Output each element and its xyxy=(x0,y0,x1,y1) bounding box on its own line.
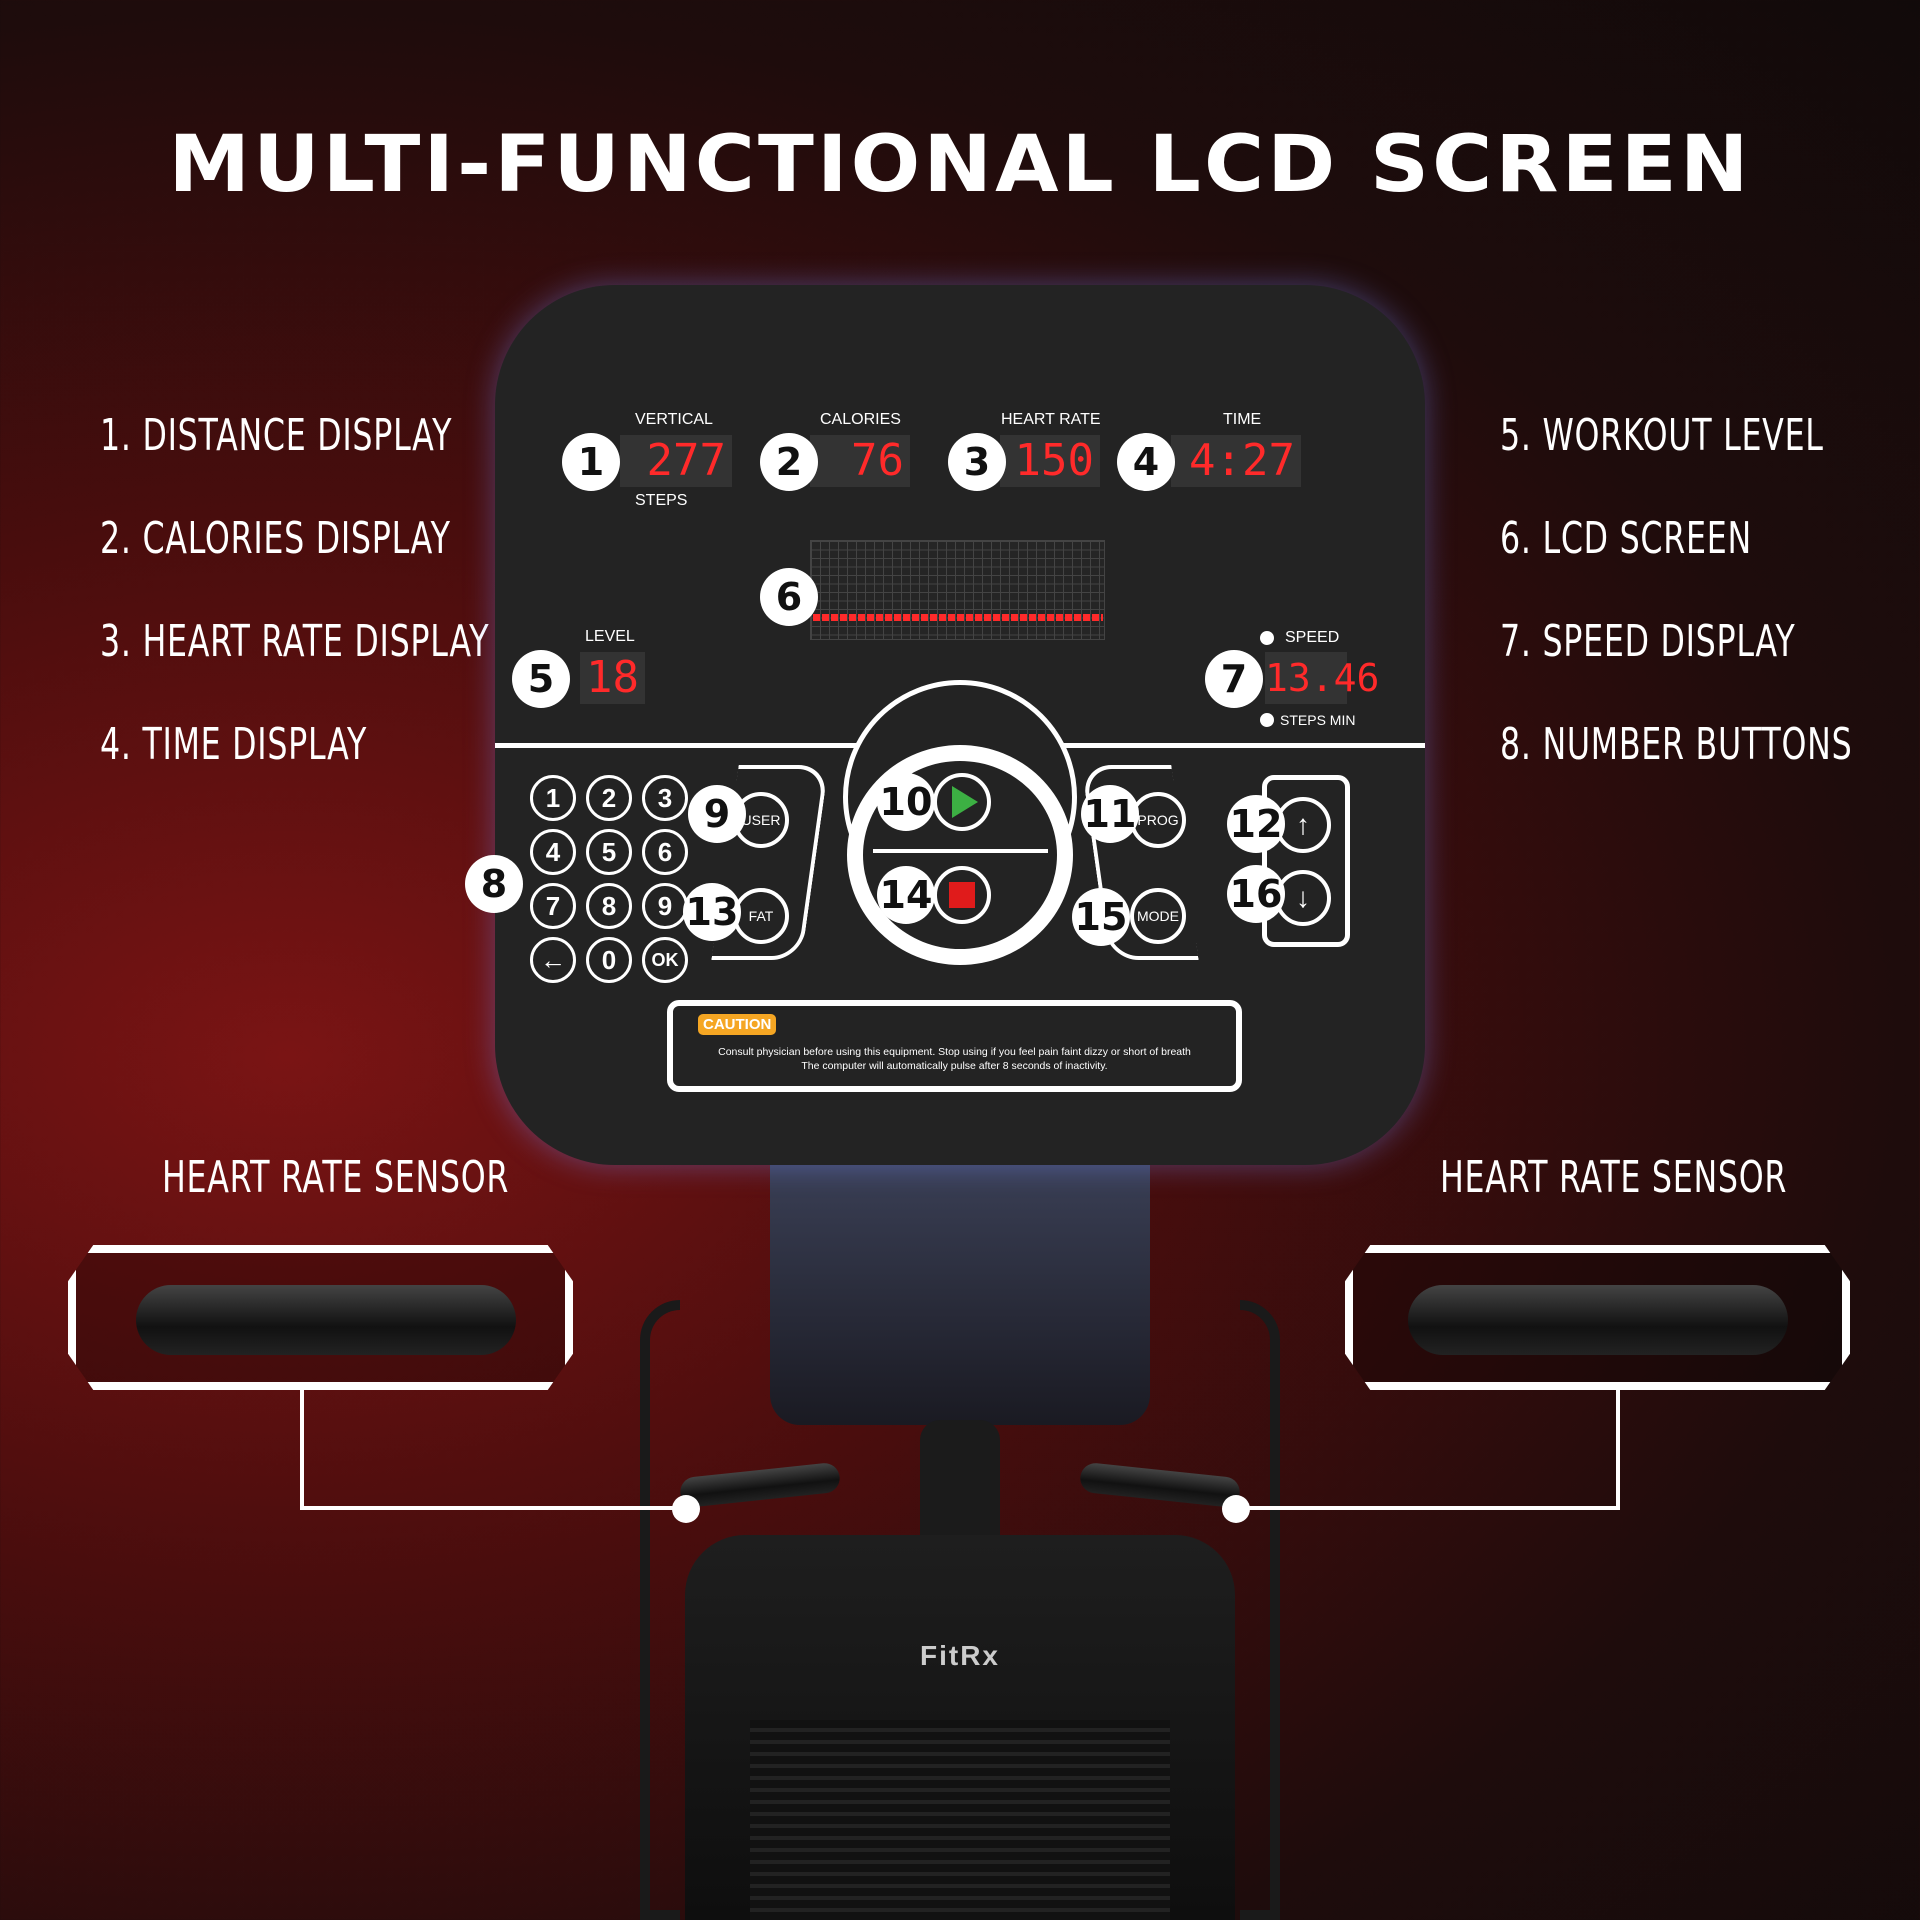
badge-16: 16 xyxy=(1227,865,1285,923)
arrow-down-icon: ↓ xyxy=(1296,882,1310,913)
key-7[interactable]: 7 xyxy=(530,883,576,929)
time-display: 4:27 xyxy=(1171,435,1301,487)
sensor-left-dot xyxy=(672,1495,700,1523)
badge-6: 6 xyxy=(760,568,818,626)
sensor-left-connector xyxy=(300,1390,690,1510)
mode-button[interactable]: MODE xyxy=(1130,888,1186,944)
caution-line-2: The computer will automatically pulse af… xyxy=(801,1060,1108,1072)
badge-13: 13 xyxy=(683,883,741,941)
level-button-frame xyxy=(1262,775,1350,947)
left-handle-bar xyxy=(640,1300,680,1920)
label-time: 4. TIME DISPLAY xyxy=(100,719,368,770)
steps-caption: STEPS xyxy=(635,492,688,509)
badge-9: 9 xyxy=(688,785,746,843)
label-number-buttons: 8. NUMBER BUTTONS xyxy=(1500,719,1853,770)
stop-button[interactable] xyxy=(933,866,991,924)
key-5[interactable]: 5 xyxy=(586,829,632,875)
lcd-bar xyxy=(813,614,1103,621)
key-9[interactable]: 9 xyxy=(642,883,688,929)
badge-14: 14 xyxy=(877,866,935,924)
badge-15: 15 xyxy=(1072,888,1130,946)
arrow-up-icon: ↑ xyxy=(1296,809,1310,840)
level-caption: LEVEL xyxy=(585,628,635,645)
speed-display: 13.46 xyxy=(1265,652,1379,704)
sensor-left-box xyxy=(68,1245,573,1390)
right-small-grip xyxy=(1078,1461,1242,1509)
key-1[interactable]: 1 xyxy=(530,775,576,821)
caution-line-1: Consult physician before using this equi… xyxy=(718,1046,1191,1058)
key-0[interactable]: 0 xyxy=(586,937,632,983)
right-sensor-grip xyxy=(1408,1285,1788,1355)
label-speed: 7. SPEED DISPLAY xyxy=(1500,616,1796,667)
label-heart-rate: 3. HEART RATE DISPLAY xyxy=(100,616,490,667)
label-lcd-screen: 6. LCD SCREEN xyxy=(1500,513,1752,564)
level-display: 18 xyxy=(580,652,645,704)
sensor-right-label: HEART RATE SENSOR xyxy=(1440,1152,1788,1203)
badge-3: 3 xyxy=(948,433,1006,491)
right-handle-bar xyxy=(1240,1300,1280,1920)
sensor-right-connector xyxy=(1235,1390,1620,1510)
badge-8: 8 xyxy=(465,855,523,913)
console-small xyxy=(770,1165,1150,1425)
sensor-right-dot xyxy=(1222,1495,1250,1523)
key-6[interactable]: 6 xyxy=(642,829,688,875)
time-caption: TIME xyxy=(1223,411,1262,428)
steps-min-caption: STEPS MIN xyxy=(1280,712,1356,728)
key-ok[interactable]: OK xyxy=(642,937,688,983)
label-workout-level: 5. WORKOUT LEVEL xyxy=(1500,410,1824,461)
calories-caption: CALORIES xyxy=(820,411,901,428)
label-calories: 2. CALORIES DISPLAY xyxy=(100,513,451,564)
caution-badge: CAUTION xyxy=(698,1014,777,1035)
vertical-caption: VERTICAL xyxy=(635,411,713,428)
badge-5: 5 xyxy=(512,650,570,708)
badge-7: 7 xyxy=(1205,650,1263,708)
center-divider xyxy=(873,849,1048,853)
vertical-display: 277 xyxy=(620,435,732,487)
key-8[interactable]: 8 xyxy=(586,883,632,929)
badge-4: 4 xyxy=(1117,433,1175,491)
caution-box: CAUTION Consult physician before using t… xyxy=(667,1000,1242,1092)
number-keypad: 1 2 3 4 5 6 7 8 9 ← 0 OK xyxy=(530,775,688,983)
badge-12: 12 xyxy=(1227,795,1285,853)
fat-button[interactable]: FAT xyxy=(733,888,789,944)
stop-icon xyxy=(949,882,975,908)
speed-caption: SPEED xyxy=(1285,629,1340,646)
key-3[interactable]: 3 xyxy=(642,775,688,821)
steps-min-indicator xyxy=(1260,713,1274,727)
prog-button[interactable]: PROG xyxy=(1130,792,1186,848)
badge-2: 2 xyxy=(760,433,818,491)
badge-11: 11 xyxy=(1081,785,1139,843)
heart-rate-display: 150 xyxy=(1000,435,1100,487)
speed-indicator xyxy=(1260,631,1274,645)
brand-logo: FitRx xyxy=(920,1640,1000,1671)
lcd-matrix xyxy=(810,540,1105,640)
calories-display: 76 xyxy=(810,435,910,487)
badge-1: 1 xyxy=(562,433,620,491)
console-panel: VERTICAL STEPS 277 1 CALORIES 76 2 HEART… xyxy=(465,285,1425,1165)
key-back[interactable]: ← xyxy=(530,937,576,983)
left-small-grip xyxy=(678,1461,842,1509)
heart-rate-caption: HEART RATE xyxy=(1001,411,1101,428)
sensor-left-label: HEART RATE SENSOR xyxy=(162,1152,510,1203)
stair-steps xyxy=(750,1720,1170,1920)
play-icon xyxy=(952,786,978,818)
key-2[interactable]: 2 xyxy=(586,775,632,821)
sensor-right-box xyxy=(1345,1245,1850,1390)
badge-10: 10 xyxy=(877,773,935,831)
label-distance: 1. DISTANCE DISPLAY xyxy=(100,410,453,461)
start-button[interactable] xyxy=(933,773,991,831)
key-4[interactable]: 4 xyxy=(530,829,576,875)
left-sensor-grip xyxy=(136,1285,516,1355)
page-title: MULTI-FUNCTIONAL LCD SCREEN xyxy=(168,120,1752,210)
